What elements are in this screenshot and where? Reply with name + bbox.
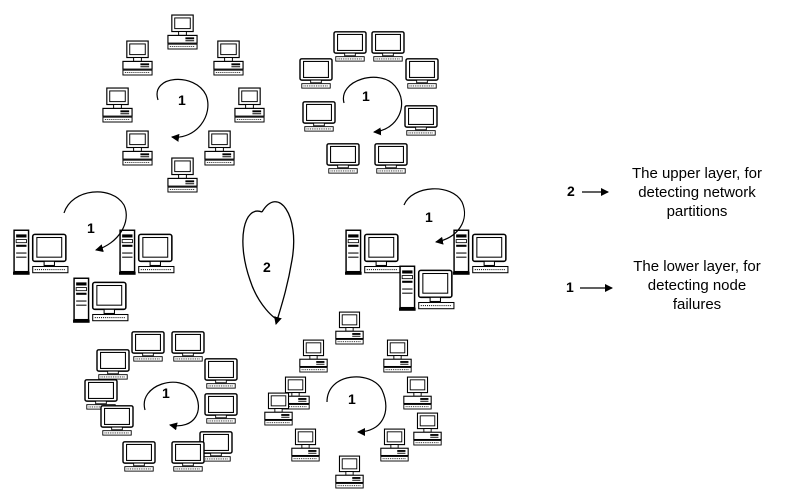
ring-cycle-arrow	[156, 78, 209, 142]
workstation	[204, 358, 238, 389]
legend-upper-line: partitions	[666, 203, 728, 220]
ring-cycle-arrow	[326, 376, 387, 436]
workstation	[371, 31, 405, 62]
layer-label: 1	[348, 391, 356, 407]
legend-lower-line: detecting node	[647, 277, 747, 294]
workstation	[122, 441, 156, 472]
workstation	[405, 58, 439, 89]
workstation	[302, 101, 336, 132]
ring-top-left: 1	[102, 14, 265, 193]
layer-label: 1	[87, 220, 95, 236]
legend-upper-line: detecting network	[638, 184, 756, 201]
upper-layer-arrow	[261, 201, 295, 325]
legend-lower-text: The lower layer, for detecting node fail…	[612, 257, 782, 314]
workstation	[122, 40, 153, 76]
workstation	[452, 229, 509, 276]
workstation	[199, 431, 233, 462]
workstation	[291, 428, 320, 462]
workstation	[102, 87, 133, 123]
workstation	[131, 331, 165, 362]
workstation	[167, 14, 198, 50]
workstation	[122, 130, 153, 166]
ring-top-right: 1	[299, 31, 439, 174]
workstation	[204, 393, 238, 424]
workstation	[234, 87, 265, 123]
workstation	[398, 265, 455, 312]
legend-lower-line: failures	[672, 296, 722, 313]
ring-bottom-left: 1	[84, 331, 238, 472]
workstation	[335, 455, 364, 489]
workstation	[344, 229, 401, 276]
workstation	[100, 405, 134, 436]
workstation	[167, 157, 198, 193]
legend-number-lower: 1	[566, 279, 574, 295]
legend-lower-line: The lower layer, for	[633, 258, 761, 275]
layer-label-upper: 2	[263, 259, 271, 275]
workstation	[403, 376, 432, 410]
workstation	[171, 441, 205, 472]
cluster-mid-left: 1	[12, 191, 175, 324]
legend-number-upper: 2	[567, 183, 575, 199]
workstation	[333, 31, 367, 62]
workstation	[264, 392, 293, 426]
ring-cycle-arrow	[403, 188, 466, 245]
workstation	[404, 105, 438, 136]
workstation	[12, 229, 69, 276]
legend-upper-line: The upper layer, for	[631, 165, 763, 182]
workstation	[380, 428, 409, 462]
workstation	[326, 143, 360, 174]
workstation	[72, 277, 129, 324]
layer-label: 1	[162, 385, 170, 401]
workstation	[413, 412, 442, 446]
workstation	[374, 143, 408, 174]
ring-cycle-arrow	[63, 191, 127, 253]
workstation	[213, 40, 244, 76]
layer-label: 1	[362, 88, 370, 104]
workstation	[383, 339, 412, 373]
upper-layer-arc	[242, 210, 280, 321]
workstation	[335, 311, 364, 345]
workstation	[299, 58, 333, 89]
workstation	[118, 229, 175, 276]
legend-upper-text: The upper layer, for detecting network p…	[612, 164, 782, 221]
workstation	[96, 349, 130, 380]
workstation	[204, 130, 235, 166]
ring-cycle-arrow	[342, 76, 403, 136]
workstation	[171, 331, 205, 362]
workstation	[299, 339, 328, 373]
layer-label: 1	[178, 92, 186, 108]
cluster-mid-right: 1	[344, 188, 509, 312]
layer-label: 1	[425, 209, 433, 225]
workstation	[84, 379, 118, 410]
ring-cycle-arrow	[143, 381, 199, 431]
ring-bottom-right: 1	[264, 311, 442, 489]
